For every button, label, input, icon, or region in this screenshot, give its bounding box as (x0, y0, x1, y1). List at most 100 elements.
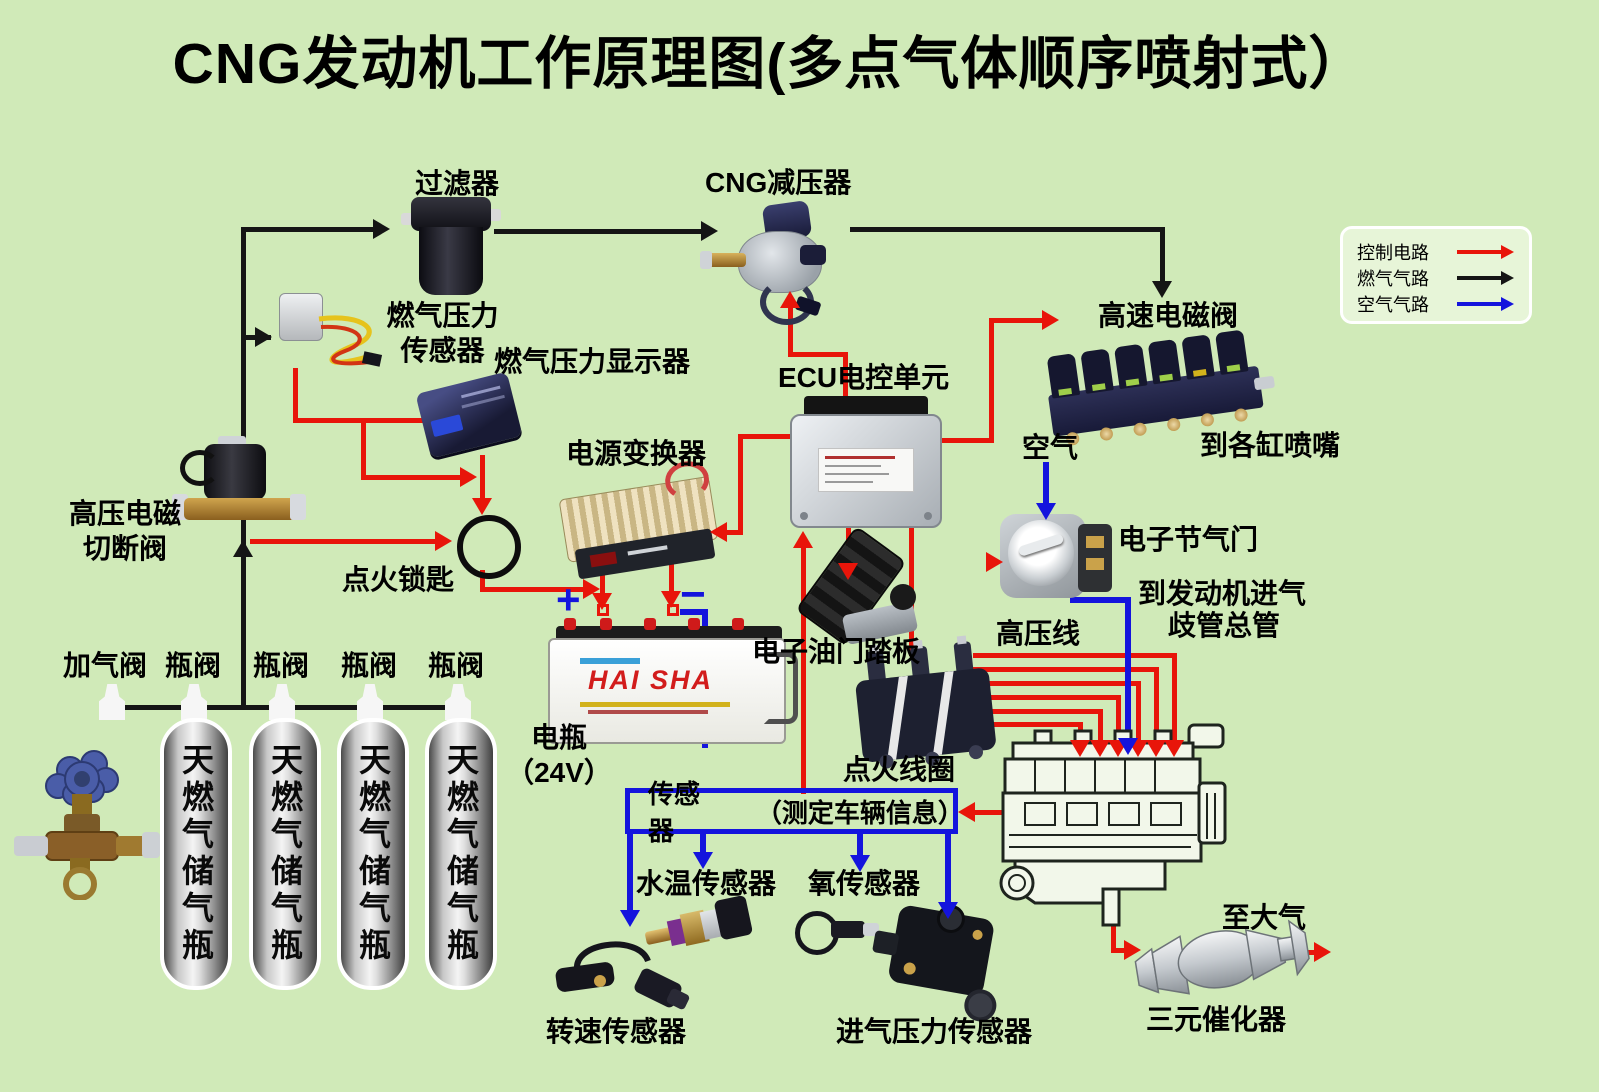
arrowhead (1090, 740, 1110, 757)
arrowhead (958, 802, 975, 822)
label-ecu: ECU电控单元 (778, 362, 950, 393)
arrowhead (1152, 281, 1172, 298)
arrowhead (1164, 740, 1184, 757)
throttle-body-image (1000, 510, 1112, 602)
hv-wire-2-v (1154, 667, 1159, 742)
label-speed-sensor: 转速传感器 (546, 1016, 687, 1047)
label-hp-cutoff-valve: 高压电磁 切断阀 (40, 496, 210, 566)
arrowhead (1124, 940, 1141, 960)
red-arrow-icon (1457, 243, 1515, 261)
ctrl-display-to-key (480, 455, 485, 500)
gas-pressure-sensor-image (275, 293, 387, 371)
arrowhead (1036, 503, 1056, 520)
air-throttle-out-h (1070, 597, 1131, 603)
label-filter: 过滤器 (415, 168, 500, 199)
speed-sensor-image (548, 933, 698, 1021)
label-to-atmosphere: 至大气 (1222, 902, 1307, 933)
legend-label-control: 控制电路 (1357, 243, 1429, 263)
label-ignition-coil: 点火线圈 (843, 754, 956, 785)
arrowhead (1118, 738, 1138, 755)
ctrl-cutoff-to-key (250, 539, 437, 544)
legend-row-control: 控制电路 (1357, 239, 1515, 265)
label-pedal: 电子油门踏板 (752, 636, 921, 667)
filter-image (401, 197, 501, 297)
label-to-nozzles: 到各缸喷嘴 (1200, 430, 1341, 461)
label-line: 高压电磁 (68, 498, 181, 529)
label-bottle-valve-4: 瓶阀 (427, 650, 484, 681)
arrowhead (793, 531, 813, 548)
gas-cylinder-3: 天燃气储气瓶 (337, 718, 409, 990)
arrowhead (1070, 740, 1090, 757)
label-power-converter: 电源变换器 (566, 438, 707, 469)
gas-cylinder-text: 天燃气储气瓶 (355, 743, 391, 965)
pedal-image (782, 525, 942, 651)
gas-line-valve-drop (1160, 227, 1165, 282)
arrowhead (710, 522, 727, 542)
hv-wire-5-h (973, 709, 1103, 714)
hv-wire-6-h (973, 722, 1083, 727)
sensor-box-note: （测定车辆信息） (755, 797, 964, 828)
label-gas-pressure-sensor: 燃气压力 传感器 (350, 298, 535, 368)
battery-ground-h (680, 609, 708, 615)
arrowhead (938, 902, 958, 919)
label-bottle-valve-1: 瓶阀 (164, 650, 221, 681)
gas-cylinder-2: 天燃气储气瓶 (249, 718, 321, 990)
hp-cutoff-valve-image (172, 436, 308, 528)
arrowhead (701, 221, 718, 241)
label-catalyst: 三元催化器 (1146, 1004, 1287, 1035)
sensorbox-to-speed (627, 834, 633, 910)
air-to-throttle (1043, 462, 1049, 504)
hv-wire-4-v (1116, 695, 1121, 742)
gas-line-to-filter (241, 227, 376, 232)
hv-wire-3-v (1136, 681, 1141, 742)
catalyst-image (1127, 906, 1319, 1023)
arrowhead (1146, 740, 1166, 757)
label-hv-line: 高压线 (996, 618, 1081, 649)
ctrl-key-drop (480, 570, 485, 592)
ctrl-engine-to-sensorbox (974, 810, 1010, 815)
ctrl-sensor-drop (293, 368, 298, 423)
sensorbox-to-watertemp (700, 834, 706, 852)
label-line: 传感器 (400, 335, 485, 366)
bottle-valve-stem-4 (445, 684, 471, 720)
cng-reducer-image (700, 199, 853, 325)
fill-valve-stem (99, 684, 125, 720)
label-line: 电瓶 (530, 722, 587, 753)
arrowhead (460, 467, 477, 487)
blue-arrow-icon (1457, 295, 1515, 313)
legend-row-gas: 燃气气路 (1357, 265, 1515, 291)
hv-wire-1-v (1172, 653, 1177, 742)
bottle-valve-stem-2 (269, 684, 295, 720)
ctrl-sensorbox-to-ecu (801, 548, 806, 794)
sensorbox-to-map (945, 834, 951, 902)
label-bottle-valve-3: 瓶阀 (340, 650, 397, 681)
manual-valve-image (8, 742, 168, 901)
ctrl-ecu-to-hsv-v (989, 318, 994, 443)
gas-cylinder-text: 天燃气储气瓶 (267, 743, 303, 965)
minus-sign: − (680, 570, 706, 619)
hv-wire-5-v (1098, 709, 1103, 742)
ctrl-branch-drop (361, 418, 366, 480)
sensorbox-to-oxygen (857, 834, 863, 855)
ecu-image (790, 396, 942, 532)
ctrl-engine-to-catalyst-h (1111, 948, 1126, 953)
sensor-box-label: 传感器 (648, 779, 701, 846)
arrowhead (850, 855, 870, 872)
label-throttle: 电子节气门 (1118, 524, 1259, 555)
label-map-sensor: 进气压力传感器 (836, 1016, 1033, 1047)
arrowhead (620, 910, 640, 927)
gas-line-reducer-to-valve (850, 227, 1165, 232)
arrowhead (472, 498, 492, 515)
arrowhead (1314, 942, 1331, 962)
air-throttle-out-v (1125, 597, 1131, 739)
arrowhead (1042, 310, 1059, 330)
label-line: 燃气压力 (386, 300, 499, 331)
black-arrow-icon (1457, 269, 1515, 287)
ctrl-conv-to-plus (600, 563, 605, 593)
label-to-manifold-1: 到发动机进气 (1138, 578, 1307, 609)
arrowhead (661, 591, 681, 608)
ctrl-ecu-to-reducer-h (788, 352, 848, 357)
gas-cylinder-4: 天燃气储气瓶 (425, 718, 497, 990)
hv-wire-4-h (973, 695, 1121, 700)
